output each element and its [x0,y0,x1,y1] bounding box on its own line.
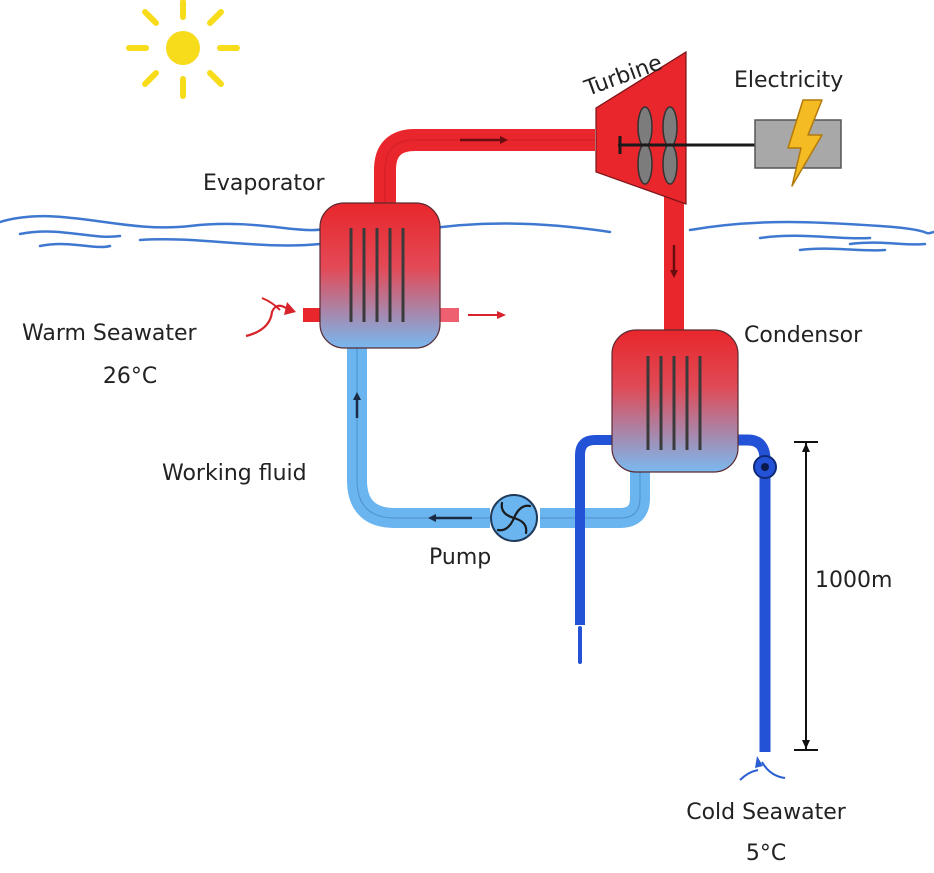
depth-label: 1000m [815,568,893,593]
warm-seawater-pipe [303,308,459,322]
flow-arrow-riser [353,392,361,418]
condensor-vessel [611,329,739,473]
cold-seawater-label: Cold Seawater [686,800,846,825]
warm-seawater-in-arrow [245,297,296,338]
flow-arrow-vapor [460,136,508,144]
warm-seawater-label: Warm Seawater [22,321,197,346]
cold-outlet-pipe [575,435,615,625]
flow-arrow-working-fluid [428,514,472,522]
depth-scale [794,441,818,751]
lightning-icon [787,99,823,187]
evaporator-label: Evaporator [203,171,325,196]
pump-label: Pump [429,545,492,570]
warm-seawater-out-arrow [468,311,506,319]
flow-arrow-exhaust [670,245,678,278]
warm-temp-label: 26°C [102,364,158,389]
working-fluid-label: Working fluid [162,461,307,486]
intake-pump-icon [753,455,777,479]
turbine-icon [595,50,760,205]
working-fluid-pipe [540,460,650,528]
cold-seawater-in-arrow [739,756,786,781]
evaporator-vessel [319,202,441,349]
vapor-pipe [374,129,595,205]
cold-intake-pipe [738,434,771,752]
sea-surface [0,214,934,252]
sun-icon [126,0,240,99]
condensor-label: Condensor [744,323,863,348]
cold-temp-label: 5°C [745,841,787,866]
pump-icon [490,494,538,542]
electricity-label: Electricity [734,68,844,93]
